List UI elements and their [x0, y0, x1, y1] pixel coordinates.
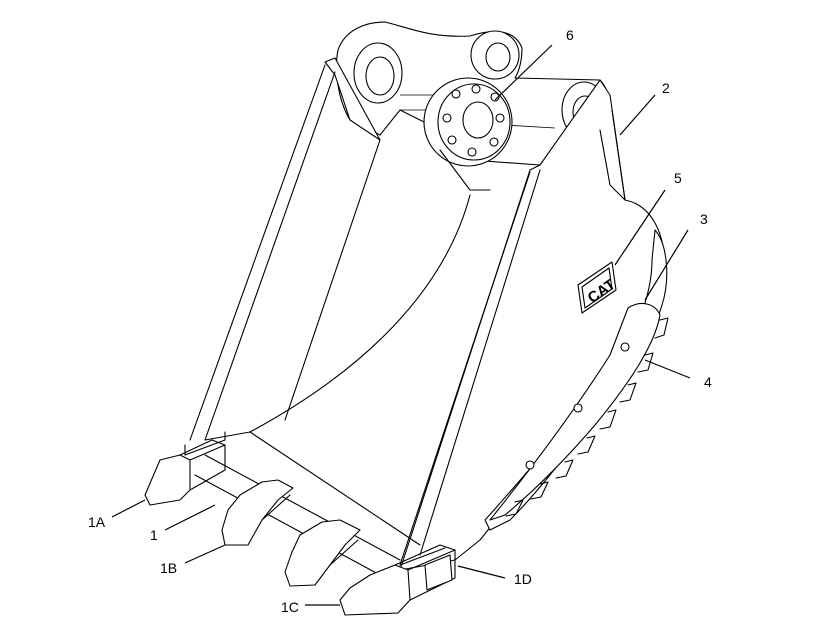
callout-1d: 1D	[514, 571, 532, 587]
bucket-body	[184, 57, 666, 576]
bolt-icon	[471, 84, 481, 94]
hole-icon	[525, 460, 535, 470]
callout-4: 4	[704, 374, 712, 390]
callout-2: 2	[662, 80, 670, 96]
hole-icon	[573, 403, 583, 413]
bolt-icon	[451, 89, 461, 99]
bolt-icon	[447, 135, 457, 145]
hole-icon	[620, 342, 630, 352]
side-cutter-1d	[399, 547, 453, 591]
bolt-icon	[489, 137, 499, 147]
tooth-1a	[144, 439, 226, 506]
leader-lines	[111, 44, 691, 606]
bolt-icon	[467, 147, 477, 157]
callout-1a: 1A	[88, 514, 106, 530]
callout-3: 3	[700, 211, 708, 227]
tooth-1b	[221, 479, 294, 546]
bolt-icon	[495, 113, 505, 123]
bushing-hub	[423, 77, 513, 191]
callout-1b: 1B	[160, 560, 177, 576]
callout-1: 1	[150, 527, 158, 543]
tooth-1c	[284, 519, 361, 587]
callout-6: 6	[566, 27, 574, 43]
side-cutter	[484, 229, 669, 531]
callout-1c: 1C	[281, 599, 299, 615]
callout-5: 5	[674, 170, 682, 186]
callout-labels: 6 2 5 3 4 1A 1 1B 1C 1D	[88, 27, 712, 615]
cat-logo-plate: CAT	[577, 261, 619, 314]
bolt-icon	[442, 113, 452, 123]
bolt-icon	[490, 92, 500, 102]
